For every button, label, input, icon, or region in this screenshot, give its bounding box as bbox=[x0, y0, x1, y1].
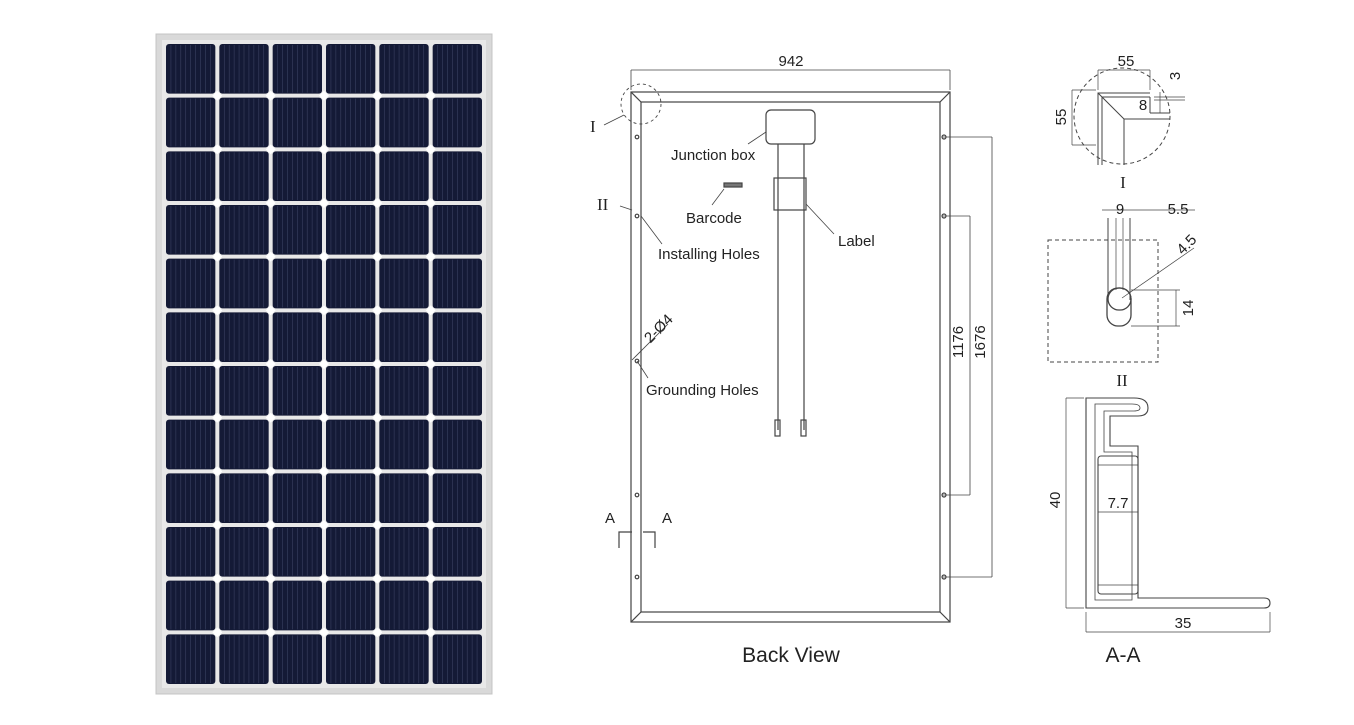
cell-corner-gap bbox=[319, 359, 329, 369]
cell-corner-gap bbox=[212, 466, 223, 477]
section-aa bbox=[1065, 397, 1271, 633]
cell-corner-gap bbox=[265, 466, 276, 477]
cell-corner-gap bbox=[319, 198, 329, 208]
installing-holes-label: Installing Holes bbox=[658, 246, 760, 263]
cell-corner-gap bbox=[319, 251, 329, 262]
cell-corner-gap bbox=[372, 144, 383, 155]
grounding-hole-dim: 2-Ø4 bbox=[641, 311, 677, 347]
cell-corner-gap bbox=[319, 520, 329, 530]
panel-cell-grid bbox=[166, 44, 482, 684]
cell-corner-gap bbox=[265, 251, 276, 262]
cell-corner-gap bbox=[212, 305, 223, 316]
detail-i-text: 55 55 8 3 I bbox=[1053, 53, 1184, 192]
back-view bbox=[603, 69, 993, 623]
back-view-text: 942 1676 1176 2-Ø4 Junction box Barcode … bbox=[590, 53, 989, 667]
cell-corner-gap bbox=[212, 90, 223, 101]
cell-corner-gap bbox=[212, 573, 223, 584]
detail-i-dim-corner: 3 bbox=[1167, 72, 1184, 80]
cell-corner-gap bbox=[372, 573, 383, 584]
junction-box-label: Junction box bbox=[671, 147, 756, 164]
cell-corner-gap bbox=[212, 359, 223, 369]
cell-corner-gap bbox=[319, 627, 329, 638]
cell-corner-gap bbox=[425, 359, 436, 369]
cell-corner-gap bbox=[372, 627, 383, 638]
cell-corner-gap bbox=[425, 412, 436, 423]
section-aa-dim-height: 40 bbox=[1047, 492, 1064, 509]
cell-corner-gap bbox=[372, 466, 383, 477]
section-a-right: A bbox=[662, 510, 672, 527]
cell-corner-gap bbox=[425, 573, 436, 584]
cell-corner-gap bbox=[265, 573, 276, 584]
cell-corner-gap bbox=[372, 251, 383, 262]
cell-corner-gap bbox=[265, 520, 276, 530]
front-panel bbox=[155, 33, 493, 695]
detail-ii bbox=[1047, 209, 1195, 363]
barcode-shape bbox=[723, 182, 743, 188]
detail-ii-title: II bbox=[1116, 371, 1128, 390]
cell-corner-gap bbox=[425, 466, 436, 477]
detail-ii-dim-width: 9 bbox=[1116, 201, 1124, 218]
detail-ii-dim-radius: 4.5 bbox=[1173, 231, 1200, 258]
back-frame-inner bbox=[640, 101, 941, 613]
detail-i bbox=[1071, 67, 1185, 165]
cell-corner-gap bbox=[212, 627, 223, 638]
detail-ii-marker: II bbox=[597, 195, 609, 214]
back-view-caption: Back View bbox=[742, 644, 840, 667]
detail-i-dim-small: 8 bbox=[1139, 97, 1147, 114]
back-frame-outer bbox=[630, 91, 951, 623]
section-aa-text: 40 7.7 35 A-A bbox=[1047, 492, 1191, 667]
detail-i-title: I bbox=[1120, 173, 1126, 192]
back-height-dim: 1676 bbox=[972, 325, 989, 358]
cell-corner-gap bbox=[425, 627, 436, 638]
cell-corner-gap bbox=[425, 251, 436, 262]
section-aa-title: A-A bbox=[1105, 644, 1140, 667]
cell-corner-gap bbox=[319, 144, 329, 155]
detail-i-dim-left: 55 bbox=[1053, 109, 1070, 126]
section-aa-dim-inner: 7.7 bbox=[1108, 495, 1129, 512]
section-aa-dim-flange: 35 bbox=[1175, 615, 1192, 632]
cell-corner-gap bbox=[319, 573, 329, 584]
junction-box-shape bbox=[765, 109, 816, 145]
cell-corner-gap bbox=[265, 359, 276, 369]
cell-corner-gap bbox=[372, 412, 383, 423]
cell-corner-gap bbox=[212, 412, 223, 423]
cell-corner-gap bbox=[212, 520, 223, 530]
cable-label-shape bbox=[773, 177, 807, 211]
cell-corner-gap bbox=[425, 520, 436, 530]
cell-corner-gap bbox=[372, 520, 383, 530]
cell-corner-gap bbox=[212, 144, 223, 155]
cell-corner-gap bbox=[425, 198, 436, 208]
cell-corner-gap bbox=[425, 144, 436, 155]
cell-corner-gap bbox=[265, 412, 276, 423]
cell-corner-gap bbox=[265, 305, 276, 316]
barcode-label: Barcode bbox=[686, 210, 742, 227]
cell-corner-gap bbox=[425, 305, 436, 316]
detail-i-dim-top: 55 bbox=[1118, 53, 1135, 70]
back-width-dim: 942 bbox=[778, 53, 803, 70]
cell-corner-gap bbox=[212, 198, 223, 208]
detail-ii-dim-slot: 14 bbox=[1180, 300, 1197, 317]
cell-corner-gap bbox=[372, 305, 383, 316]
grounding-holes-label: Grounding Holes bbox=[646, 382, 759, 399]
cable-label-text: Label bbox=[838, 233, 875, 250]
cell-corner-gap bbox=[265, 144, 276, 155]
cell-corner-gap bbox=[372, 359, 383, 369]
detail-i-marker: I bbox=[590, 117, 596, 136]
section-a-left: A bbox=[605, 510, 615, 527]
cell-corner-gap bbox=[319, 305, 329, 316]
cell-corner-gap bbox=[372, 198, 383, 208]
cell-corner-gap bbox=[265, 198, 276, 208]
back-hole-spacing-dim: 1176 bbox=[950, 326, 967, 358]
cell-corner-gap bbox=[319, 466, 329, 477]
cell-corner-gap bbox=[265, 627, 276, 638]
detail-ii-dim-offset: 5.5 bbox=[1168, 201, 1189, 218]
cell-corner-gap bbox=[319, 412, 329, 423]
